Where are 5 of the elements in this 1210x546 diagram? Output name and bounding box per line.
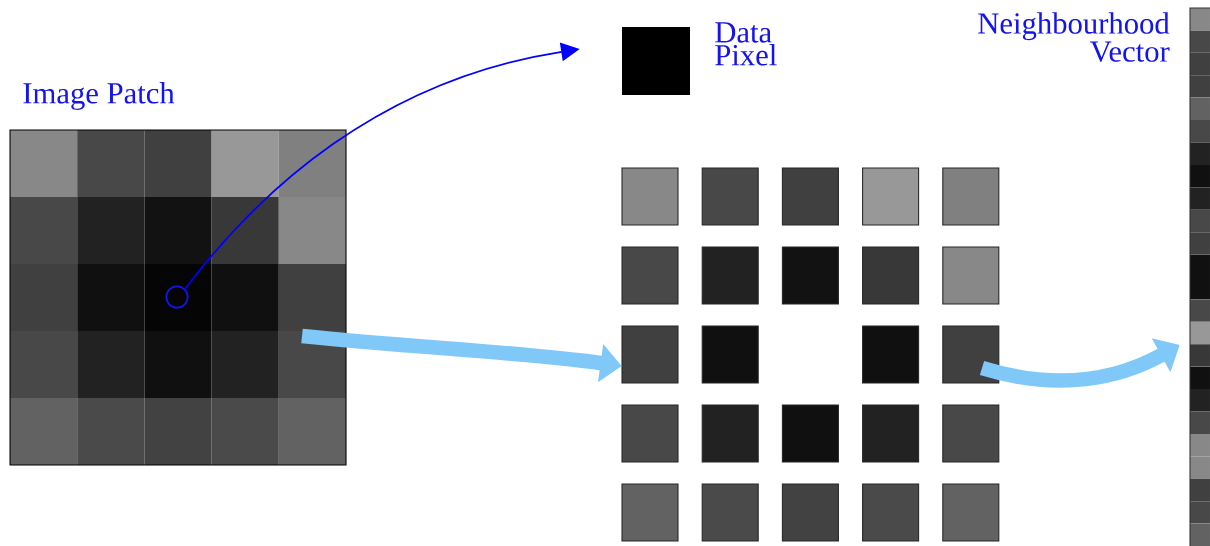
label-text: Data Pixel — [715, 22, 777, 66]
label-text: Neighbourhood Vector — [978, 12, 1170, 63]
heading-text: Image Patch — [23, 82, 175, 110]
pixel-grid-drawing — [621, 167, 1000, 542]
circle-marker — [165, 285, 189, 309]
